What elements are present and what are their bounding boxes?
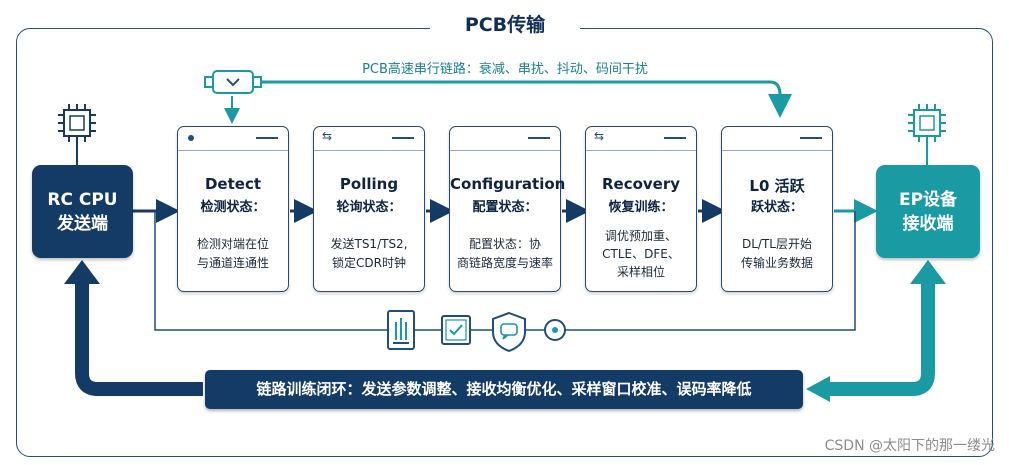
state-title: 配置状态： <box>472 200 538 215</box>
state-title: 恢复训练： <box>608 200 674 215</box>
eye-diagram-icon <box>387 310 415 350</box>
state-desc: CTLE、DFE、 <box>602 247 680 261</box>
diagram-title: PCB传输 <box>430 10 580 40</box>
state-desc: 商链路宽度与速率 <box>456 256 553 270</box>
signal-probe-icon <box>204 70 262 94</box>
swap-arrows-icon: ⇆ <box>594 129 605 143</box>
chip-icon <box>58 104 96 165</box>
window-dot-icon <box>188 135 194 141</box>
state-name: Polling <box>339 175 399 193</box>
state-desc: 采样相位 <box>616 265 665 279</box>
training-loop-banner: 链路训练闭环：发送参数调整、接收均衡优化、采样窗口校准、误码率降低 <box>205 370 803 409</box>
state-desc: DL/TL层开始 <box>742 237 812 251</box>
state-desc: 调优预加重、 <box>604 229 677 243</box>
ep-line1: EP设备 <box>898 189 958 210</box>
ep-line2: 接收端 <box>902 213 954 234</box>
state-desc: 传输业务数据 <box>740 256 813 270</box>
state-card-detect: Detect 检测状态： 检测对端在位 与通道连通性 <box>177 126 289 292</box>
state-card-l0: L0 活跃 跃状态： DL/TL层开始 传输业务数据 <box>721 126 833 292</box>
state-title: 检测状态： <box>200 200 266 215</box>
state-name: L0 活跃 <box>749 177 805 195</box>
state-desc: 检测对端在位 <box>196 237 269 251</box>
state-name: Detect <box>204 175 262 193</box>
state-desc: 配置状态：协 <box>468 237 541 251</box>
rc-line1: RC CPU <box>47 189 118 210</box>
target-icon <box>544 319 566 341</box>
checklist-icon <box>441 315 471 345</box>
rc-line2: 发送端 <box>57 213 108 234</box>
shield-chat-icon <box>492 311 526 353</box>
loop-arrowhead-inner <box>806 376 830 402</box>
state-title: 跃状态： <box>750 200 803 215</box>
loop-arrow-left <box>75 282 203 396</box>
state-desc: 锁定CDR时钟 <box>332 256 406 270</box>
ep-device-receiver: EP设备 接收端 <box>876 165 980 258</box>
loop-arrowhead-right <box>910 260 946 284</box>
rc-cpu-sender: RC CPU 发送端 <box>32 165 133 258</box>
state-desc: 发送TS1/TS2, <box>330 237 408 251</box>
state-name: Configuration <box>450 175 566 193</box>
bus-label: PCB高速串行链路：衰减、串扰、抖动、码间干扰 <box>362 62 648 77</box>
state-desc: 与通道连通性 <box>196 256 269 270</box>
state-card-recovery: ⇆ Recovery 恢复训练： 调优预加重、 CTLE、DFE、 采样相位 <box>585 126 697 292</box>
state-card-polling: ⇆ Polling 轮询状态： 发送TS1/TS2, 锁定CDR时钟 <box>313 126 425 292</box>
chip-icon <box>908 104 946 165</box>
state-title: 轮询状态： <box>336 200 402 215</box>
state-name: Recovery <box>601 175 681 193</box>
bus-arrow <box>768 80 792 118</box>
state-card-configuration: Configuration 配置状态： 配置状态：协 商链路宽度与速率 <box>449 126 566 292</box>
swap-arrows-icon: ⇆ <box>322 129 333 143</box>
watermark: CSDN @太阳下的那一缕光 <box>824 438 995 454</box>
loop-arrowhead-left <box>64 260 100 284</box>
loop-arrow-right <box>828 282 935 396</box>
